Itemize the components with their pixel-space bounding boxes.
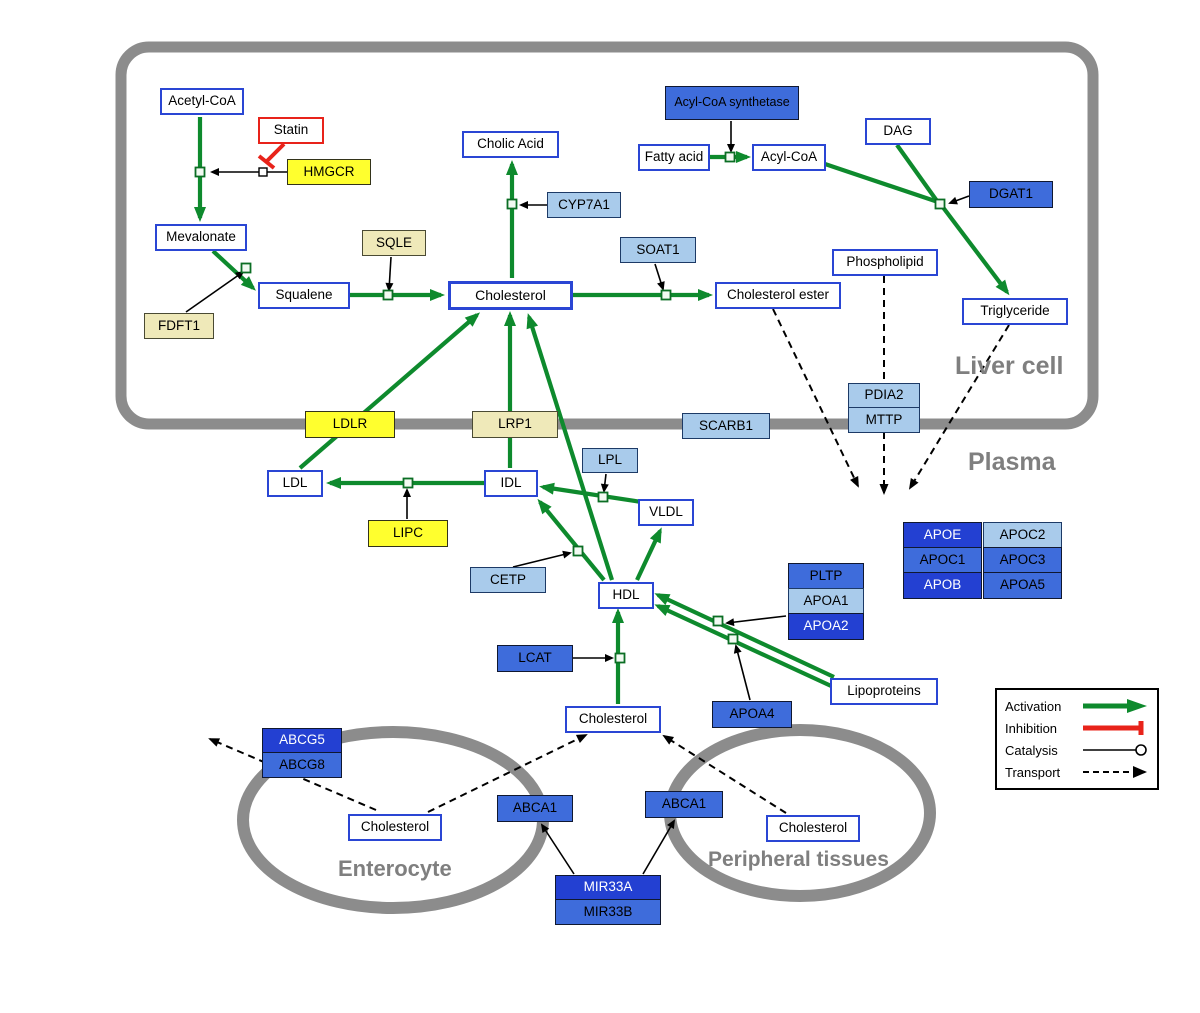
plasma-label: Plasma [968, 448, 1056, 476]
node-apob[interactable]: APOB [903, 572, 982, 599]
enterocyte-label: Enterocyte [338, 856, 452, 881]
legend-row-activation: Activation [1005, 695, 1149, 717]
node-cholesterol-peripheral[interactable]: Cholesterol [766, 815, 860, 842]
node-abca1-peripheral[interactable]: ABCA1 [645, 791, 723, 818]
node-apoc3[interactable]: APOC3 [983, 547, 1062, 573]
inhibition-symbol [1083, 721, 1144, 735]
node-mir33b[interactable]: MIR33B [555, 899, 661, 925]
activation-symbol [1083, 699, 1147, 713]
node-dag[interactable]: DAG [865, 118, 931, 145]
node-apoa5[interactable]: APOA5 [983, 572, 1062, 599]
node-fatty-acid[interactable]: Fatty acid [638, 144, 710, 171]
node-sqle[interactable]: SQLE [362, 230, 426, 256]
catalysis-symbol [1083, 744, 1147, 756]
node-fdft1[interactable]: FDFT1 [144, 313, 214, 339]
node-vldl[interactable]: VLDL [638, 499, 694, 526]
node-pdia2[interactable]: PDIA2 [848, 383, 920, 408]
node-dgat1[interactable]: DGAT1 [969, 181, 1053, 208]
node-hdl[interactable]: HDL [598, 582, 654, 609]
inhibition-port-square [258, 167, 268, 177]
node-abca1-enterocyte[interactable]: ABCA1 [497, 795, 573, 822]
legend-row-catalysis: Catalysis [1005, 739, 1149, 761]
node-phospholipid[interactable]: Phospholipid [832, 249, 938, 276]
node-hmgcr[interactable]: HMGCR [287, 159, 371, 185]
node-apoe[interactable]: APOE [903, 522, 982, 548]
node-cholesterol-enterocyte[interactable]: Cholesterol [348, 814, 442, 841]
node-apoa1[interactable]: APOA1 [788, 588, 864, 614]
node-cholesterol-plasma[interactable]: Cholesterol [565, 706, 661, 733]
node-idl[interactable]: IDL [484, 470, 538, 497]
inhibition-edge [257, 142, 286, 170]
liver-cell-membrane [115, 41, 1099, 430]
node-apoa4[interactable]: APOA4 [712, 701, 792, 728]
legend-row-inhibition: Inhibition [1005, 717, 1149, 739]
node-lipc[interactable]: LIPC [368, 520, 448, 547]
peripheral-tissues-label: Peripheral tissues [708, 848, 889, 871]
liver-cell-label: Liver cell [955, 352, 1064, 380]
activation-edges [194, 117, 1010, 704]
node-cetp[interactable]: CETP [470, 567, 546, 593]
node-lrp1[interactable]: LRP1 [472, 411, 558, 438]
node-acetyl-coa[interactable]: Acetyl-CoA [160, 88, 244, 115]
node-pltp[interactable]: PLTP [788, 563, 864, 589]
node-soat1[interactable]: SOAT1 [620, 237, 696, 263]
node-lipoproteins[interactable]: Lipoproteins [830, 678, 938, 705]
catalysis-edges [185, 121, 970, 875]
node-acyl-coa-synthetase[interactable]: Acyl-CoA synthetase [665, 86, 799, 120]
node-cholesterol-ester[interactable]: Cholesterol ester [715, 282, 841, 309]
node-mttp[interactable]: MTTP [848, 407, 920, 433]
node-ldlr[interactable]: LDLR [305, 411, 395, 438]
node-lcat[interactable]: LCAT [497, 645, 573, 672]
node-squalene[interactable]: Squalene [258, 282, 350, 309]
node-cyp7a1[interactable]: CYP7A1 [547, 192, 621, 218]
node-lpl[interactable]: LPL [582, 448, 638, 473]
reaction-squares [194, 151, 946, 664]
legend-transport-label: Transport [1005, 764, 1061, 780]
legend-inhibition-label: Inhibition [1005, 720, 1058, 736]
node-cholesterol-liver[interactable]: Cholesterol [448, 281, 573, 310]
node-apoc1[interactable]: APOC1 [903, 547, 982, 573]
node-ldl[interactable]: LDL [267, 470, 323, 497]
transport-symbol [1083, 766, 1147, 778]
node-mevalonate[interactable]: Mevalonate [155, 224, 247, 251]
node-scarb1[interactable]: SCARB1 [682, 413, 770, 439]
node-mir33a[interactable]: MIR33A [555, 875, 661, 900]
node-acyl-coa[interactable]: Acyl-CoA [752, 144, 826, 171]
node-abcg5[interactable]: ABCG5 [262, 728, 342, 753]
node-cholic-acid[interactable]: Cholic Acid [462, 131, 559, 158]
legend-catalysis-label: Catalysis [1005, 742, 1058, 758]
legend-row-transport: Transport [1005, 761, 1149, 783]
legend-activation-label: Activation [1005, 698, 1062, 714]
legend-box: Activation Inhibition Catalysis Transpor… [995, 688, 1159, 790]
node-apoa2[interactable]: APOA2 [788, 613, 864, 640]
node-apoc2[interactable]: APOC2 [983, 522, 1062, 548]
node-statin[interactable]: Statin [258, 117, 324, 144]
node-triglyceride[interactable]: Triglyceride [962, 298, 1068, 325]
node-abcg8[interactable]: ABCG8 [262, 752, 342, 778]
